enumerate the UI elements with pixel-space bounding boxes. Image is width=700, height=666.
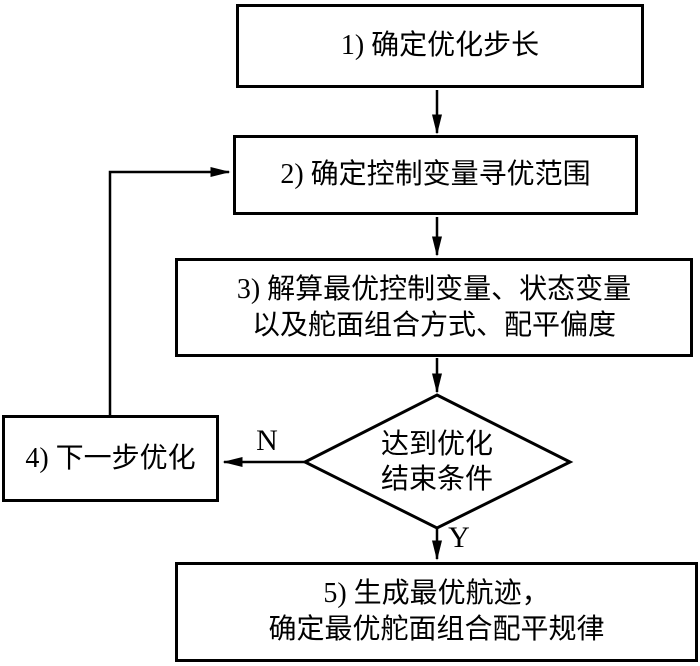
process-box-step2-text: 2) 确定控制变量寻优范围 xyxy=(280,159,591,190)
process-box-step1-text: 1) 确定优化步长 xyxy=(340,30,540,61)
process-box-step4-text: 4) 下一步优化 xyxy=(25,442,196,474)
process-box-step5-text-line2: 确定最优舵面组合配平规律 xyxy=(268,614,605,645)
arrow-step4-to-step2 xyxy=(108,167,231,415)
process-box-step5: 5) 生成最优航迹， 确定最优舵面组合配平规律 xyxy=(175,562,698,662)
process-box-step5-text-line1: 5) 生成最优航迹， xyxy=(323,578,550,609)
process-box-step3: 3) 解算最优控制变量、状态变量 以及舵面组合方式、配平偏度 xyxy=(175,258,693,357)
process-box-step2: 2) 确定控制变量寻优范围 xyxy=(233,135,638,215)
decision-diamond xyxy=(301,393,574,530)
process-box-step4: 4) 下一步优化 xyxy=(2,415,219,502)
decision-text-line2: 结束条件 xyxy=(380,463,493,495)
branch-label-yes: Y xyxy=(448,521,470,554)
branch-label-no: N xyxy=(256,424,278,457)
process-box-step3-text-line1: 3) 解算最优控制变量、状态变量 xyxy=(236,273,632,305)
decision-text-line1: 达到优化 xyxy=(380,428,493,460)
process-box-step3-text-line2: 以及舵面组合方式、配平偏度 xyxy=(251,309,616,341)
decision-diamond-text: 达到优化 结束条件 xyxy=(337,426,537,497)
process-box-step1: 1) 确定优化步长 xyxy=(236,4,644,88)
